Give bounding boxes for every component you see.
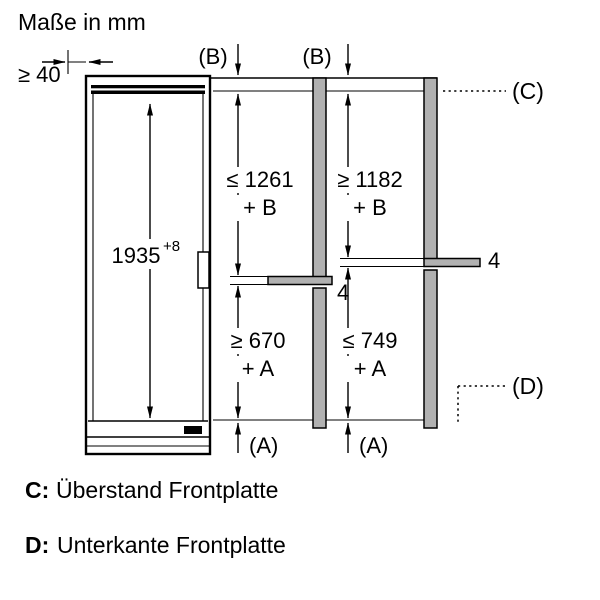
front-panel-lower-right (423, 269, 438, 429)
lower-left-dimension-suffix: + A (242, 356, 275, 381)
wall-clearance-dimension: ≥ 40 (18, 50, 113, 87)
upper-left-suffix-bg (233, 195, 287, 221)
lower-right-dimension-value: ≤ 749 (343, 328, 398, 353)
lower-left-dimension-value: ≥ 670 (231, 328, 286, 353)
hinge-recess (197, 251, 210, 289)
page-title: Maße in mm (18, 9, 146, 35)
front-panel-upper-left (312, 77, 327, 278)
appliance-height-label: 1935 (112, 243, 161, 268)
upper-left-dimension-suffix: + B (243, 195, 277, 220)
legend-c-text: Überstand Frontplatte (56, 477, 278, 503)
front-panel-lower-left (312, 287, 327, 429)
wall-clearance-label: ≥ 40 (18, 62, 61, 87)
gap-label-right: 4 (488, 248, 500, 273)
lower-right-dimension-bg (333, 328, 407, 354)
appliance-height-tolerance: +8 (163, 238, 180, 255)
legend-d-text: Unterkante Frontplatte (57, 532, 286, 558)
upper-right-dimension-value: ≥ 1182 (337, 167, 403, 192)
legend-c-key: C: (25, 477, 49, 503)
appliance-height-label-bg (103, 239, 195, 269)
legend-d-key: D: (25, 532, 49, 558)
label-c: (C) (512, 78, 544, 104)
lower-right-suffix-bg (343, 356, 397, 382)
label-a-left: (A) (249, 433, 278, 458)
lower-left-dimension-bg (221, 328, 295, 354)
lower-right-dimension-suffix: + A (354, 356, 387, 381)
upper-left-dimension-value: ≤ 1261 (226, 167, 293, 192)
label-a-right: (A) (359, 433, 388, 458)
divider-left (267, 275, 333, 286)
furniture-front-panels (267, 77, 481, 429)
lower-left-suffix-bg (231, 356, 285, 382)
divider-right (423, 257, 481, 268)
label-b-left: (B) (198, 44, 227, 69)
legend: C: Überstand Frontplatte D: Unterkante F… (25, 477, 286, 558)
upper-right-dimension-suffix: + B (353, 195, 387, 220)
label-b-right: (B) (302, 44, 331, 69)
cabinet-top-panel-gap (91, 88, 205, 91)
label-d: (D) (512, 373, 544, 399)
compressor-block (184, 426, 202, 434)
upper-right-dimension-bg (327, 167, 413, 193)
front-panel-upper-right (423, 77, 438, 260)
upper-right-suffix-bg (343, 195, 397, 221)
upper-left-dimension-bg (217, 167, 303, 193)
